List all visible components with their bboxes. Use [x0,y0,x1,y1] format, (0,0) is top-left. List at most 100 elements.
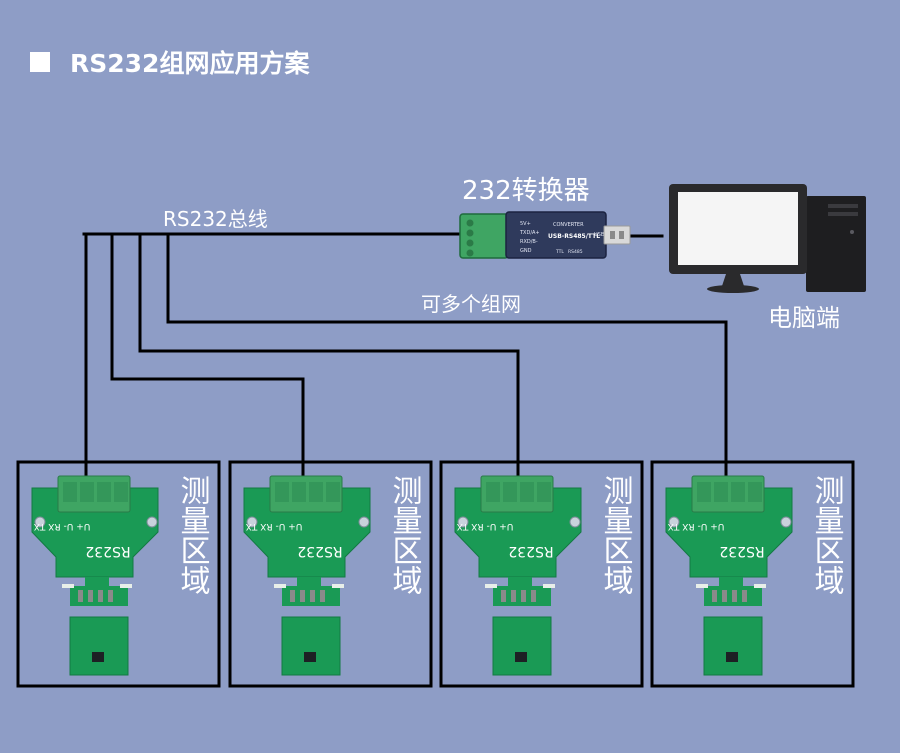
measurement-area-label: 测量区域 [175,475,210,595]
sensor-pin-label: U+ U- RX TX [34,521,91,531]
page-title: RS232组网应用方案 [70,49,310,78]
measurement-node-4: U+ U- RX TX RS232 测量区域 [650,460,855,688]
sensor-pin-label: U+ U- RX TX [668,521,725,531]
header-pin [300,590,305,602]
board-silkscreen [754,584,766,588]
terminal-screw [466,249,474,257]
sensor-chip [726,652,738,662]
header-pin [521,590,526,602]
sensor-board: U+ U- RX TX RS232 [31,475,159,676]
mount-hole [146,516,158,528]
board-silkscreen [274,584,286,588]
header-pin [732,590,737,602]
title-bullet [30,52,50,72]
terminal-slot [748,482,762,502]
converter-pin-gnd: GND [520,248,532,254]
sensor-pin-label: U+ U- RX TX [246,521,303,531]
pc-screen [678,192,798,265]
header-pin [290,590,295,602]
mount-hole [34,516,46,528]
terminal-screw [466,219,474,227]
mount-hole [780,516,792,528]
pc-monitor-stand [707,285,759,293]
computer-label: 电脑端 [768,304,840,332]
terminal-screw [466,229,474,237]
terminal-slot [275,482,289,502]
terminal-slot [697,482,711,502]
terminal-slot [292,482,306,502]
board-silkscreen [332,584,344,588]
header-pin [88,590,93,602]
converter-pin-5v: 5V+ [520,221,531,227]
converter-usb-print: USB [594,232,605,238]
measurement-area-label: 测量区域 [387,475,422,595]
measurement-node-3: U+ U- RX TX RS232 测量区域 [439,460,644,688]
measurement-area-frame [650,460,855,688]
measurement-node-2: U+ U- RX TX RS232 测量区域 [228,460,433,688]
sensor-chip [304,652,316,662]
measurement-area-frame [439,460,644,688]
sensor-pin-label: U+ U- RX TX [457,521,514,531]
header-pin [531,590,536,602]
converter-label: 232转换器 [462,176,590,206]
sensor-probe [492,616,552,676]
mount-hole [246,516,258,528]
sensor-board-label: RS232 [508,543,553,559]
terminal-screw [466,239,474,247]
sensor-chip [515,652,527,662]
desktop-computer: 电脑端 [669,184,866,332]
header-pin [501,590,506,602]
measurement-area-frame [228,460,433,688]
terminal-slot [97,482,111,502]
board-silkscreen [120,584,132,588]
terminal-slot [520,482,534,502]
header-pin [78,590,83,602]
converter-print-subtitle: CONVERTER [553,222,584,228]
terminal-slot [486,482,500,502]
terminal-slot [714,482,728,502]
usb-converter: 232转换器 5V+ TXD/A+ RXD/B- GND USB-RS485/T… [459,176,631,259]
terminal-slot [537,482,551,502]
pc-drive-bay [828,212,858,216]
sensor-board-label: RS232 [719,543,764,559]
header-pin [742,590,747,602]
sensor-probe [69,616,129,676]
header-pin [98,590,103,602]
board-silkscreen [696,584,708,588]
converter-print-model: USB-RS485/TTL [548,233,600,240]
terminal-slot [63,482,77,502]
usb-plug [603,225,631,245]
measurement-node-1: U+ U- RX TX RS232 测量区域 [16,460,221,688]
node-4-wire [166,232,728,480]
pc-monitor-neck [722,274,744,286]
node-2-wire [110,232,305,480]
converter-mode-ttl: TTL [555,249,564,255]
sensor-board-label: RS232 [85,543,130,559]
header-pin [310,590,315,602]
pc-drive-bay [828,204,858,208]
sensor-probe [281,616,341,676]
mount-hole [457,516,469,528]
sensor-probe [703,616,763,676]
mount-hole [569,516,581,528]
pc-power-button [850,230,854,234]
terminal-slot [326,482,340,502]
sensor-board: U+ U- RX TX RS232 [454,475,582,676]
terminal-slot [80,482,94,502]
board-silkscreen [543,584,555,588]
header-pin [320,590,325,602]
sensor-chip [92,652,104,662]
sensor-board: U+ U- RX TX RS232 [665,475,793,676]
measurement-area-frame [16,460,221,688]
rs232-bus-wires [82,232,728,480]
multi-network-label: 可多个组网 [421,292,521,316]
terminal-slot [503,482,517,502]
converter-pin-txd: TXD/A+ [519,230,540,236]
sensor-board: U+ U- RX TX RS232 [243,475,371,676]
header-pin [511,590,516,602]
terminal-slot [309,482,323,502]
header-pin [722,590,727,602]
mount-hole [358,516,370,528]
node-3-wire [138,232,520,480]
